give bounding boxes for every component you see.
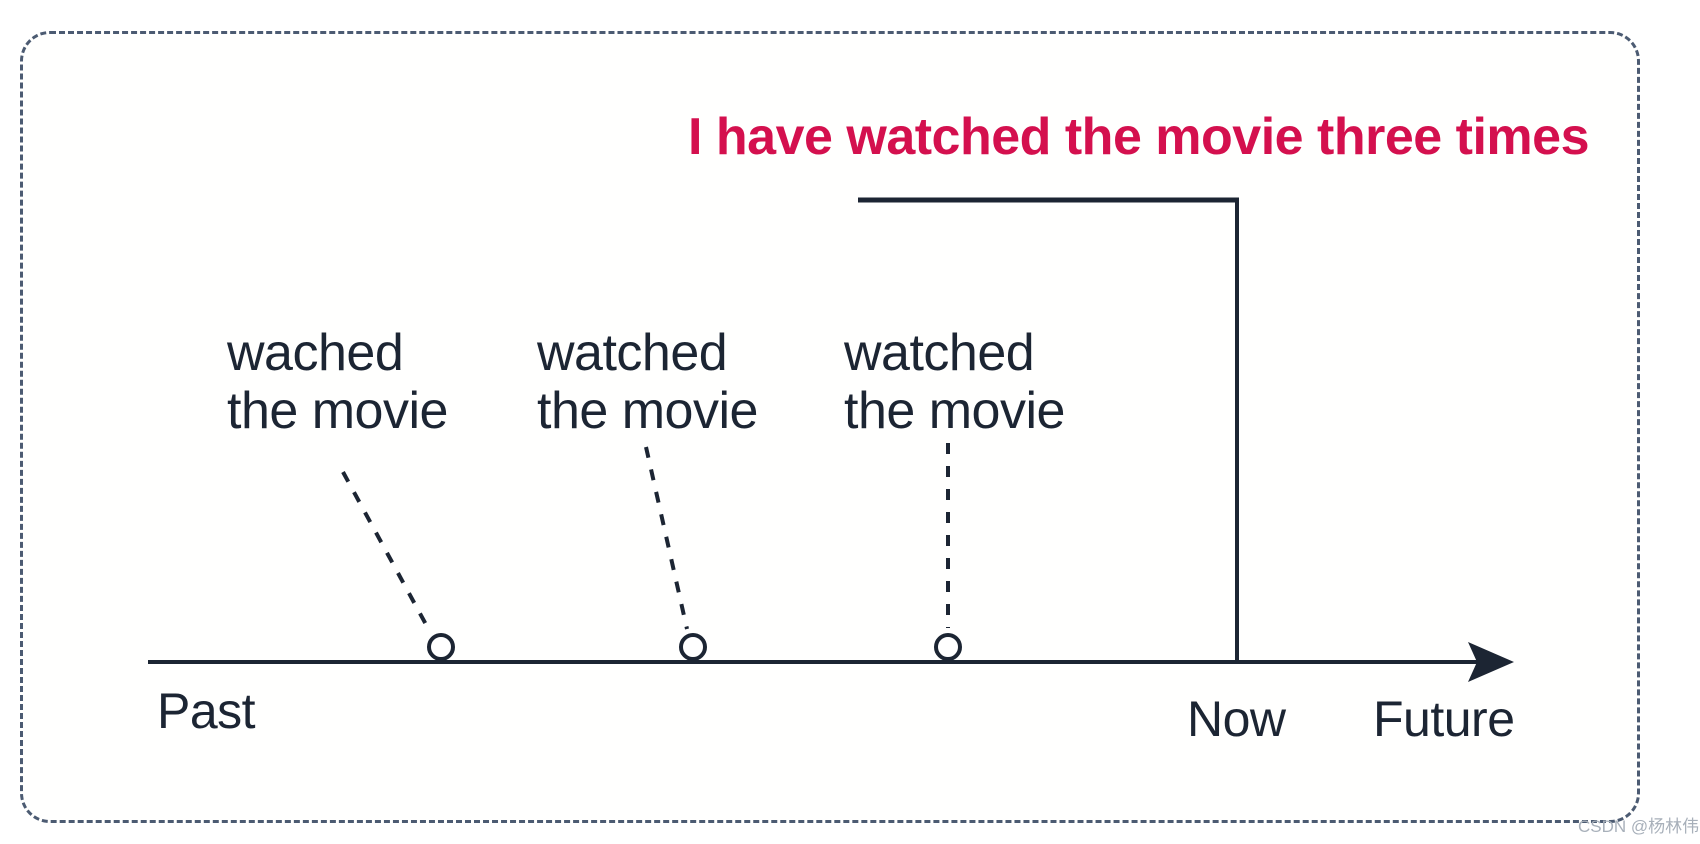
timeline-arrowhead-icon [1468, 642, 1514, 682]
event-label-1-line1: wached [227, 324, 404, 382]
event-marker-2 [679, 633, 707, 661]
event-label-1: wached the movie [227, 324, 448, 440]
sentence-heading: I have watched the movie three times [688, 108, 1590, 166]
watermark: CSDN @杨林伟 [1578, 817, 1700, 836]
event-label-2: watched the movie [537, 324, 758, 440]
axis-label-now: Now [1187, 691, 1286, 747]
event-marker-3 [934, 633, 962, 661]
axis-label-past: Past [157, 683, 256, 739]
event-label-2-line1: watched [537, 324, 728, 382]
event-label-1-line2: the movie [227, 382, 448, 440]
event-label-3-line1: watched [844, 324, 1035, 382]
event-connector-1 [341, 471, 431, 631]
event-connector-2 [644, 446, 689, 630]
event-marker-1 [427, 633, 455, 661]
figure-border [20, 31, 1640, 823]
event-label-3: watched the movie [844, 324, 1065, 440]
event-label-2-line2: the movie [537, 382, 758, 440]
axis-label-future: Future [1373, 691, 1515, 747]
event-label-3-line2: the movie [844, 382, 1065, 440]
